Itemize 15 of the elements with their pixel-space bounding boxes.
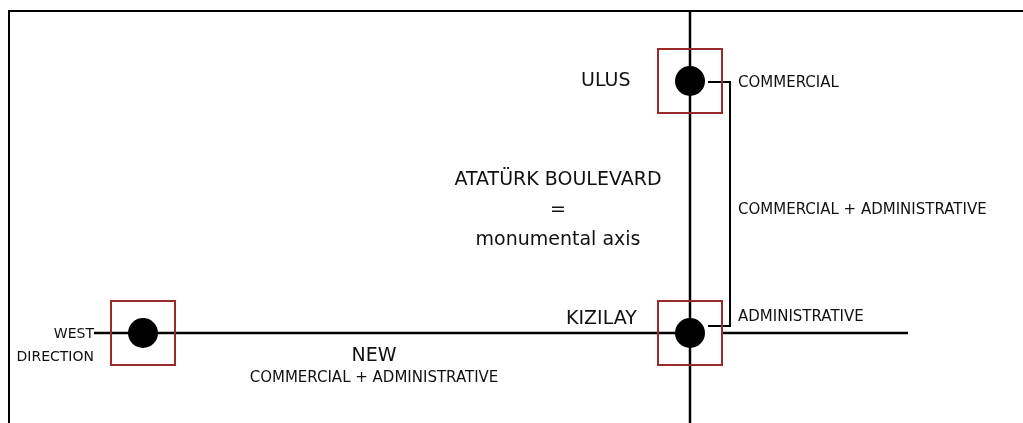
- use-label: COMMERCIAL + ADMINISTRATIVE: [738, 200, 987, 218]
- use-label: COMMERCIAL + ADMINISTRATIVE: [249, 368, 499, 386]
- use-label: ADMINISTRATIVE: [738, 307, 864, 325]
- place-name: ULUS: [581, 68, 631, 90]
- boulevard-name: ATATÜRK BOULEVARD: [454, 167, 662, 189]
- equals-sign: =: [550, 197, 566, 219]
- use-label: COMMERCIAL: [738, 73, 839, 91]
- place-name: KIZILAY: [566, 306, 637, 328]
- road-line: [176, 331, 657, 335]
- road-line: [688, 114, 692, 300]
- station-box: [110, 300, 176, 366]
- axis-label: monumental axis: [475, 227, 641, 249]
- direction-label: WEST DIRECTION: [8, 322, 94, 368]
- road-line: [94, 331, 110, 335]
- new-label: NEW: [351, 343, 397, 365]
